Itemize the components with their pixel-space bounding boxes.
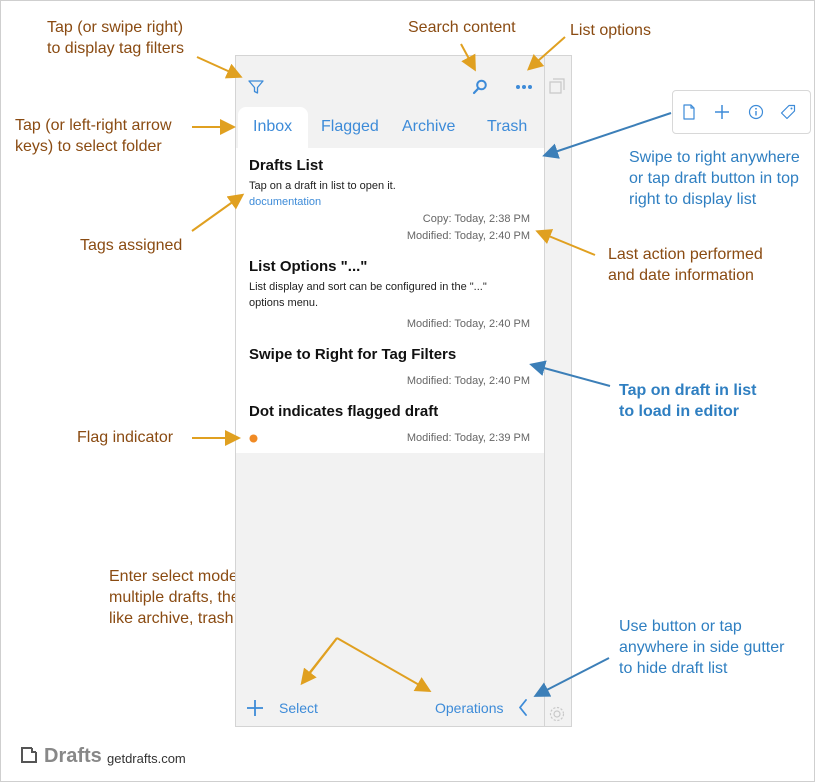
draft-meta: Modified: Today, 2:40 PM: [406, 375, 530, 387]
tab-flagged[interactable]: Flagged: [321, 118, 379, 135]
arrow-tap-draft: [529, 360, 611, 387]
new-draft-plus-icon[interactable]: [714, 104, 730, 120]
flag-dot-icon: [249, 434, 258, 443]
gear-icon[interactable]: [548, 705, 566, 723]
annotation-flag-indicator: Flag indicator: [77, 429, 174, 446]
editor-toolbar-panel: [672, 90, 811, 134]
window-icon[interactable]: [549, 78, 566, 95]
arrow-swipe-right: [542, 112, 672, 159]
draft-document-icon[interactable]: [682, 104, 696, 120]
search-icon[interactable]: [472, 79, 488, 95]
draft-meta: Modified: Today, 2:40 PM: [406, 230, 530, 242]
active-tab-background: [238, 107, 308, 149]
brand-url: getdrafts.com: [107, 751, 186, 766]
tab-trash[interactable]: Trash: [487, 118, 528, 135]
arrow-operations: [336, 637, 432, 692]
tag-icon[interactable]: [780, 104, 796, 120]
annotation-list-options: List options: [570, 22, 651, 39]
annotation-swipe-right: Swipe to right anywhere or tap draft but…: [629, 149, 800, 208]
select-button[interactable]: Select: [279, 700, 318, 716]
annotation-select-folder: Tap (or left-right arrow keys) to select…: [15, 117, 172, 155]
draft-title[interactable]: Swipe to Right for Tag Filters: [249, 346, 457, 363]
draft-title[interactable]: Drafts List: [249, 157, 324, 174]
annotation-search-content: Search content: [408, 19, 516, 36]
draft-meta: Modified: Today, 2:39 PM: [406, 432, 530, 444]
draft-body: options menu.: [249, 297, 319, 309]
draft-title[interactable]: Dot indicates flagged draft: [249, 403, 439, 420]
annotation-tags-assigned: Tags assigned: [80, 237, 183, 254]
draft-tag[interactable]: documentation: [249, 196, 322, 208]
arrow-hide-list: [533, 657, 610, 697]
drafts-logo-icon: [21, 747, 37, 763]
annotation-tag-filters: Tap (or swipe right) to display tag filt…: [47, 19, 184, 57]
plus-icon[interactable]: [246, 699, 264, 717]
operations-button[interactable]: Operations: [435, 700, 504, 716]
chevron-left-icon[interactable]: [518, 699, 528, 716]
draft-title[interactable]: List Options "...": [249, 258, 368, 275]
side-gutter[interactable]: [545, 55, 572, 727]
arrow-last-action: [535, 229, 596, 256]
arrow-select: [300, 637, 338, 686]
arrow-list-options: [527, 36, 566, 71]
draft-body: Tap on a draft in list to open it.: [249, 180, 396, 192]
annotation-hide-list: Use button or tap anywhere in side gutte…: [619, 618, 785, 677]
draft-meta: Copy: Today, 2:38 PM: [422, 213, 530, 225]
arrow-tag-filters: [196, 56, 243, 79]
tab-archive[interactable]: Archive: [402, 118, 456, 135]
tab-inbox[interactable]: Inbox: [253, 118, 293, 135]
arrow-tags-assigned: [191, 193, 245, 232]
annotation-last-action: Last action performed and date informati…: [608, 246, 763, 284]
info-icon[interactable]: [748, 104, 764, 120]
drafts-list: [236, 148, 544, 453]
draft-body: List display and sort can be configured …: [249, 281, 487, 293]
annotation-tap-draft: Tap on draft in list to load in editor: [619, 382, 757, 420]
arrow-search: [460, 43, 476, 72]
draft-meta: Modified: Today, 2:40 PM: [406, 318, 530, 330]
more-icon[interactable]: [515, 84, 533, 90]
filter-icon[interactable]: [248, 79, 264, 95]
brand-name: Drafts: [44, 745, 102, 767]
